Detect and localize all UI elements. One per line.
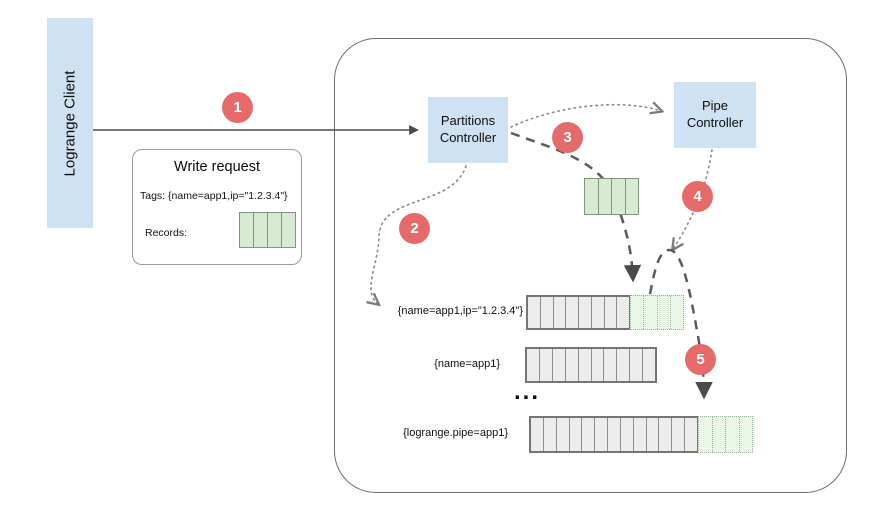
record-cell (671, 296, 683, 329)
write-request-card: Write request Tags: {name=app1,ip="1.2.3… (132, 149, 302, 265)
record-cell (740, 417, 753, 452)
write-request-tags: Tags: {name=app1,ip="1.2.3.4"} (140, 190, 288, 202)
arrow-partitions-to-row1-chunk (510, 131, 642, 283)
logrange-client-box: Logrange Client (47, 18, 93, 228)
record-cell (554, 297, 567, 328)
record-cell (595, 418, 609, 451)
partition-row-2-strip (525, 347, 657, 383)
record-cell (557, 418, 570, 451)
record-cell (240, 213, 254, 247)
record-chunk (584, 178, 639, 215)
record-cell (659, 418, 673, 451)
record-cell (541, 297, 554, 328)
record-cell (599, 179, 612, 214)
record-cell (630, 349, 644, 381)
logrange-client-label: Logrange Client (61, 70, 79, 176)
partition-row-1-new-records (630, 295, 684, 330)
record-cell (566, 349, 579, 381)
record-cell (647, 418, 660, 451)
record-cell (713, 417, 726, 452)
record-cell (617, 349, 631, 381)
record-cell (579, 349, 592, 381)
record-cell (592, 349, 605, 381)
record-cell (626, 179, 639, 214)
record-cell (672, 418, 686, 451)
record-cell (726, 417, 740, 452)
arrow-partitions-to-row1-label (371, 165, 467, 304)
record-cell (553, 349, 566, 381)
partition-row-3-label: {logrange.pipe=app1} (403, 427, 508, 439)
record-cell (631, 296, 645, 329)
record-cell (634, 418, 647, 451)
record-cell (585, 179, 599, 214)
record-cell (527, 349, 540, 381)
record-cell (582, 418, 596, 451)
record-cell (644, 296, 658, 329)
record-cell (605, 297, 618, 328)
arrow-pipe-to-arc (673, 149, 713, 249)
partition-row-3-strip (529, 416, 699, 453)
record-cell (643, 349, 655, 381)
record-cell (621, 418, 634, 451)
arrow-partitions-to-pipe (510, 105, 661, 128)
step-badge-3: 3 (552, 122, 583, 153)
partition-row-3-new-records (698, 416, 753, 453)
arrow-row1-to-row3-chunk (648, 248, 713, 400)
record-cell (540, 349, 553, 381)
record-cell (617, 297, 629, 328)
record-cell (254, 213, 268, 247)
step-badge-4: 4 (682, 181, 713, 212)
record-cell (608, 418, 621, 451)
step-badge-2: 2 (399, 213, 430, 244)
partition-row-1-strip (526, 295, 631, 330)
record-cell (685, 418, 697, 451)
partition-row-2-label: {name=app1} (434, 358, 500, 370)
write-request-records-strip (239, 212, 296, 248)
record-cell (604, 349, 618, 381)
record-cell (268, 213, 282, 247)
record-cell (658, 296, 671, 329)
step-badge-1: 1 (222, 92, 253, 123)
server-boundary (334, 38, 847, 493)
record-cell (282, 213, 295, 247)
partitions-controller-box: Partitions Controller (428, 97, 508, 163)
record-cell (579, 297, 592, 328)
pipe-controller-box: Pipe Controller (674, 82, 756, 148)
record-cell (528, 297, 541, 328)
write-request-records-label: Records: (145, 227, 188, 239)
partition-row-1-label: {name=app1,ip="1.2.3.4"} (397, 305, 523, 317)
record-cell (544, 418, 557, 451)
record-cell (592, 297, 605, 328)
record-cell (612, 179, 626, 214)
step-badge-5: 5 (685, 344, 716, 375)
record-cell (531, 418, 544, 451)
record-cell (570, 418, 583, 451)
record-cell (566, 297, 579, 328)
write-request-title: Write request (174, 159, 260, 175)
record-cell (699, 417, 713, 452)
